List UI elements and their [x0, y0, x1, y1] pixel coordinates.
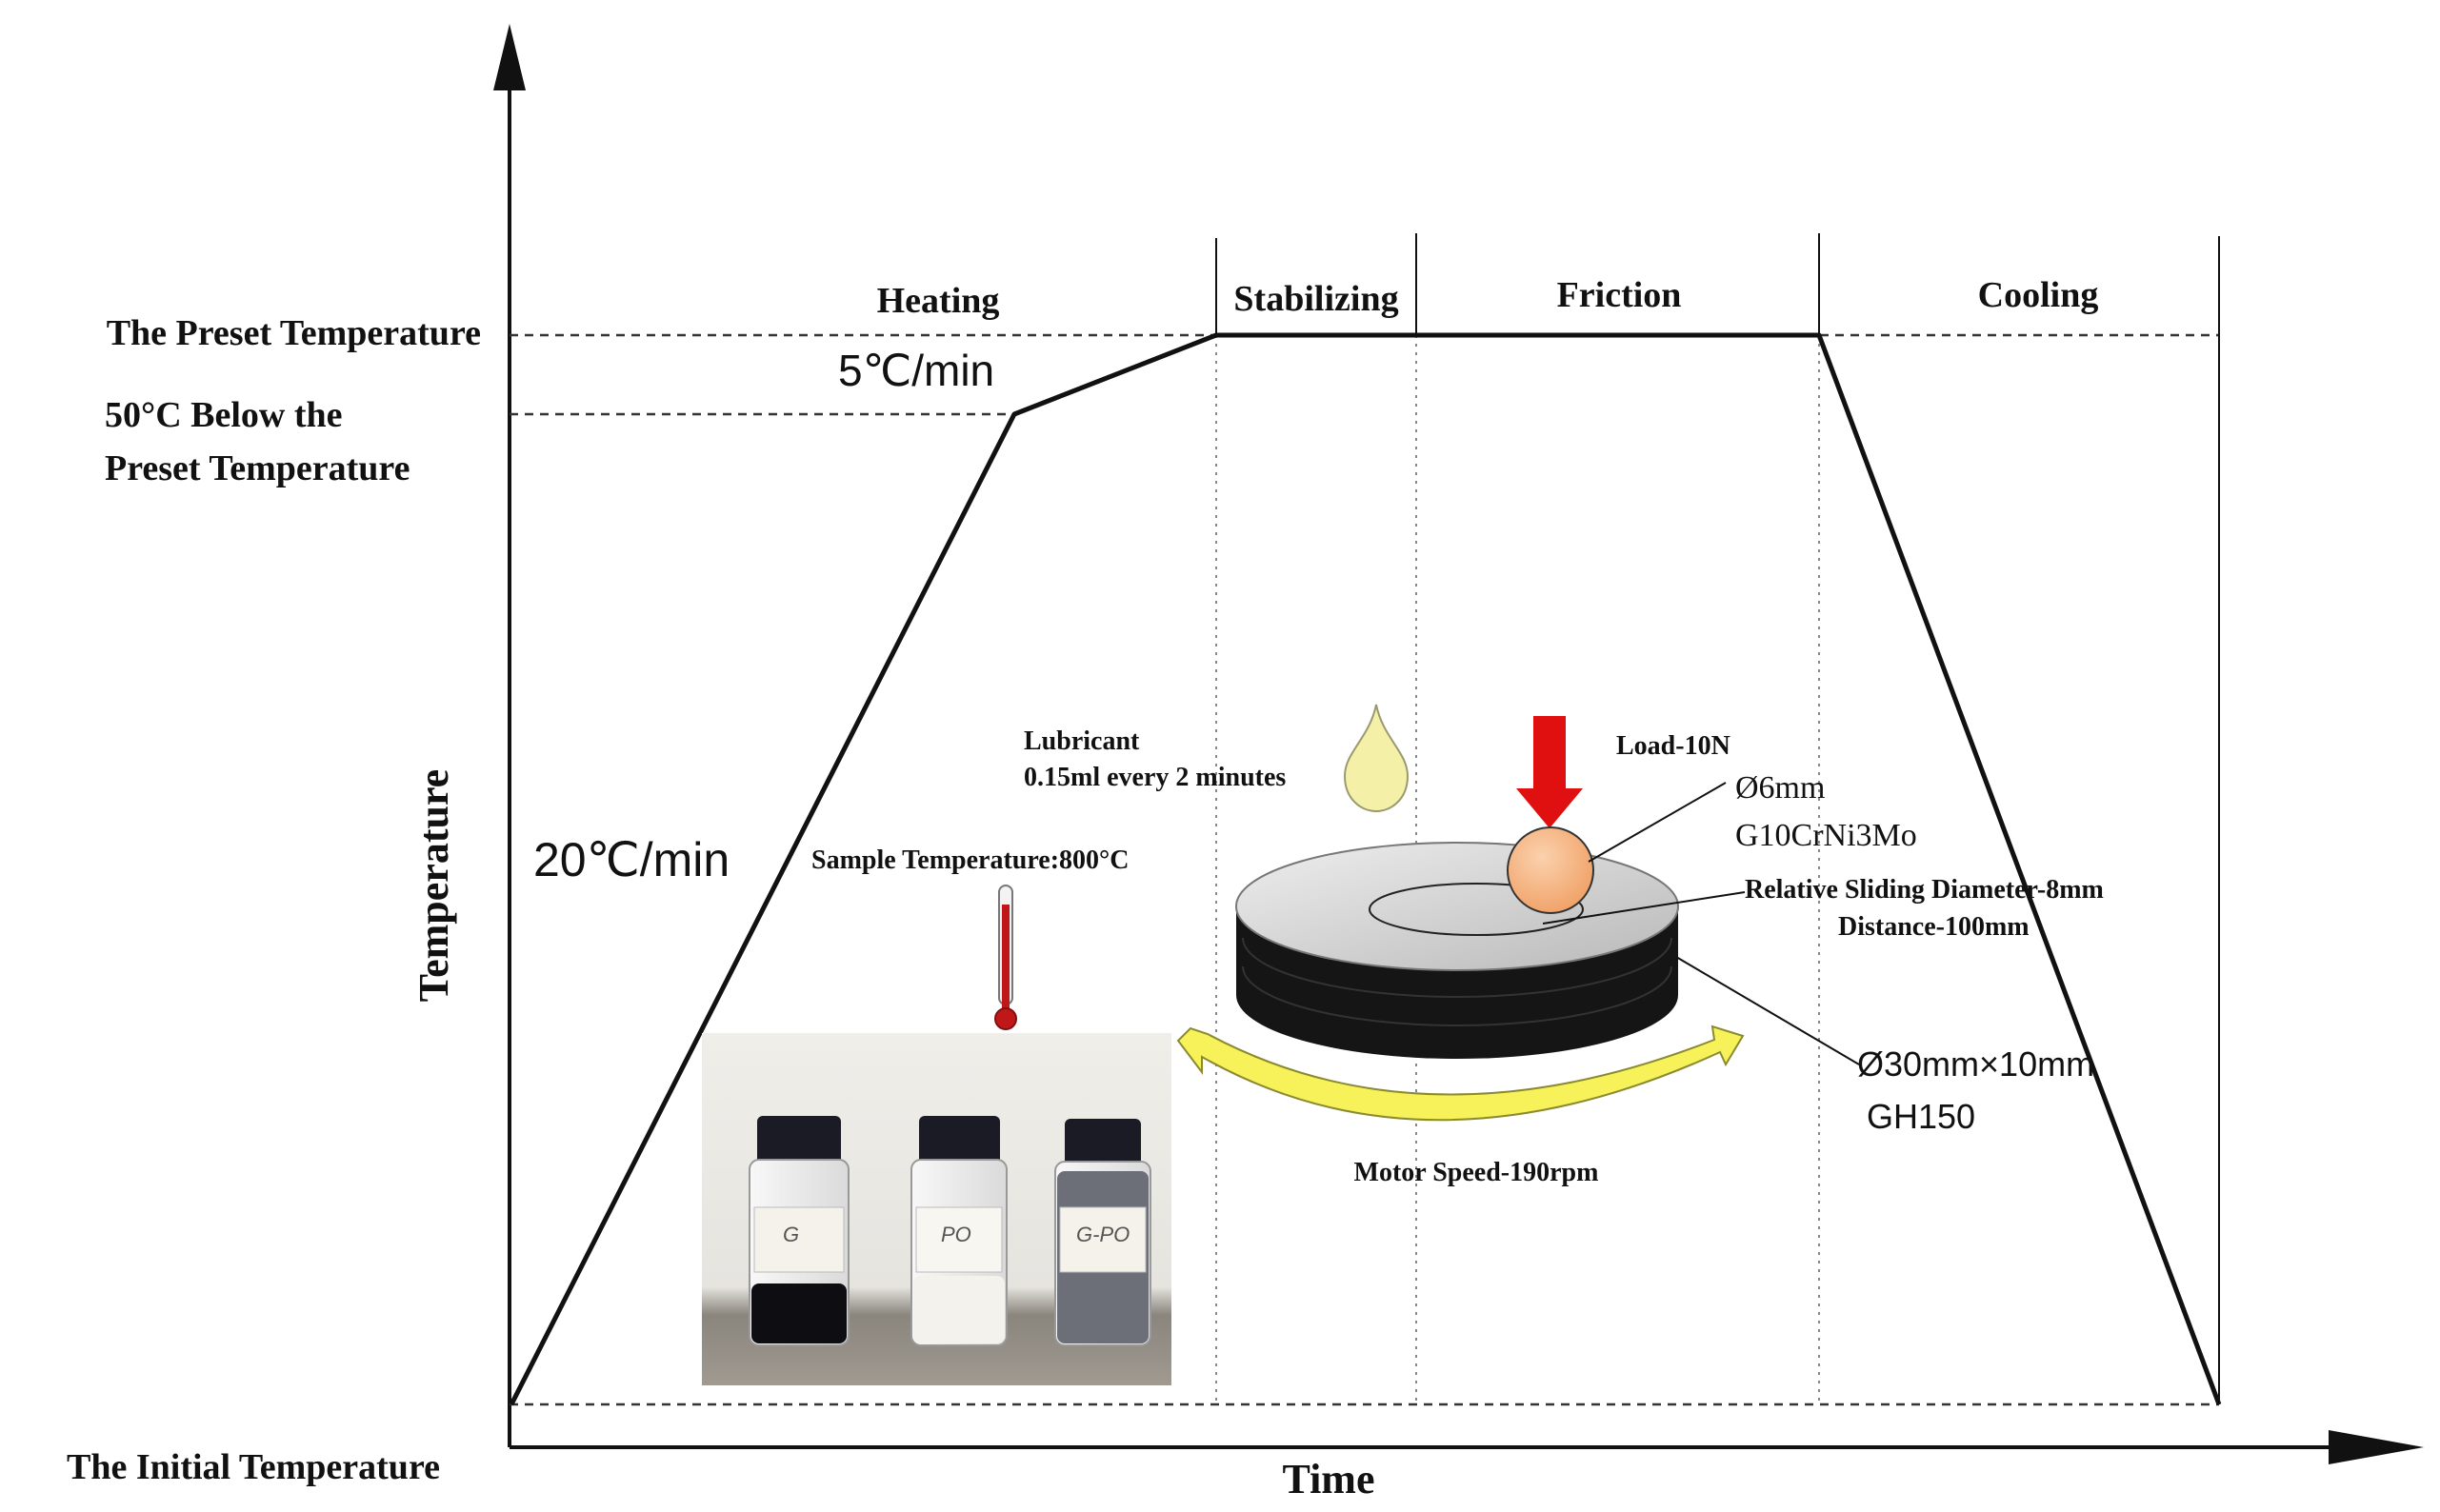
- disc-material-label: GH150: [1867, 1097, 1975, 1136]
- ball-material-label: G10CrNi3Mo: [1735, 818, 1917, 853]
- thermometer-icon: [994, 885, 1017, 1030]
- vial-g: G: [749, 1116, 850, 1346]
- rotation-arrow-icon: [1176, 1025, 1745, 1122]
- disc-top: [1235, 842, 1679, 971]
- load-arrow-icon: [1516, 716, 1583, 828]
- fast-heating-rate-label: 20℃/min: [533, 833, 730, 886]
- y-axis-arrowhead: [493, 24, 526, 90]
- lubricant-label-line2: 0.15ml every 2 minutes: [1024, 763, 1286, 792]
- disc-size-label: Ø30mm×10mm: [1857, 1044, 2094, 1084]
- below-preset-label-line2: Preset Temperature: [105, 448, 410, 488]
- leader-lines: [1542, 782, 1860, 1065]
- stage-friction-label: Friction: [1557, 275, 1682, 315]
- initial-temperature-label: The Initial Temperature: [67, 1447, 440, 1487]
- sliding-label-line2: Distance-100mm: [1838, 912, 2030, 942]
- ball-specimen: [1507, 826, 1594, 914]
- lubricant-label-line1: Lubricant: [1024, 726, 1140, 756]
- disc-specimen: [1235, 842, 1679, 1059]
- load-label: Load-10N: [1616, 731, 1730, 761]
- vial-po: PO: [910, 1116, 1008, 1346]
- sample-temperature-label: Sample Temperature:800°C: [811, 846, 1129, 875]
- y-axis-title: Temperature: [410, 769, 457, 1002]
- x-axis-title: Time: [1283, 1456, 1375, 1502]
- axes: [493, 24, 2424, 1464]
- vial-po-label: PO: [941, 1223, 971, 1246]
- stage-cooling-label: Cooling: [1978, 275, 2099, 315]
- motor-speed-label: Motor Speed-190rpm: [1354, 1158, 1599, 1187]
- sample-vials-photo: G PO G-PO: [702, 1033, 1171, 1385]
- sliding-track: [1369, 883, 1584, 936]
- slow-heating-rate-label: 5℃/min: [838, 346, 994, 395]
- vial-g-po: G-PO: [1054, 1119, 1151, 1346]
- sliding-label-line1: Relative Sliding Diameter-8mm: [1745, 875, 2104, 905]
- stage-dividers: [1215, 233, 2220, 1404]
- vial-g-label: G: [783, 1223, 799, 1246]
- stage-heating-label: Heating: [877, 281, 1000, 321]
- stage-stabilizing-label: Stabilizing: [1233, 279, 1398, 319]
- below-preset-label-line1: 50°C Below the: [105, 395, 343, 435]
- ball-size-label: Ø6mm: [1735, 770, 1825, 806]
- preset-temperature-label: The Preset Temperature: [107, 313, 481, 353]
- lubricant-drop-icon: [1343, 704, 1410, 813]
- vial-g-po-label: G-PO: [1076, 1223, 1130, 1246]
- temperature-profile: [509, 332, 2222, 1406]
- x-axis-arrowhead: [2329, 1430, 2424, 1464]
